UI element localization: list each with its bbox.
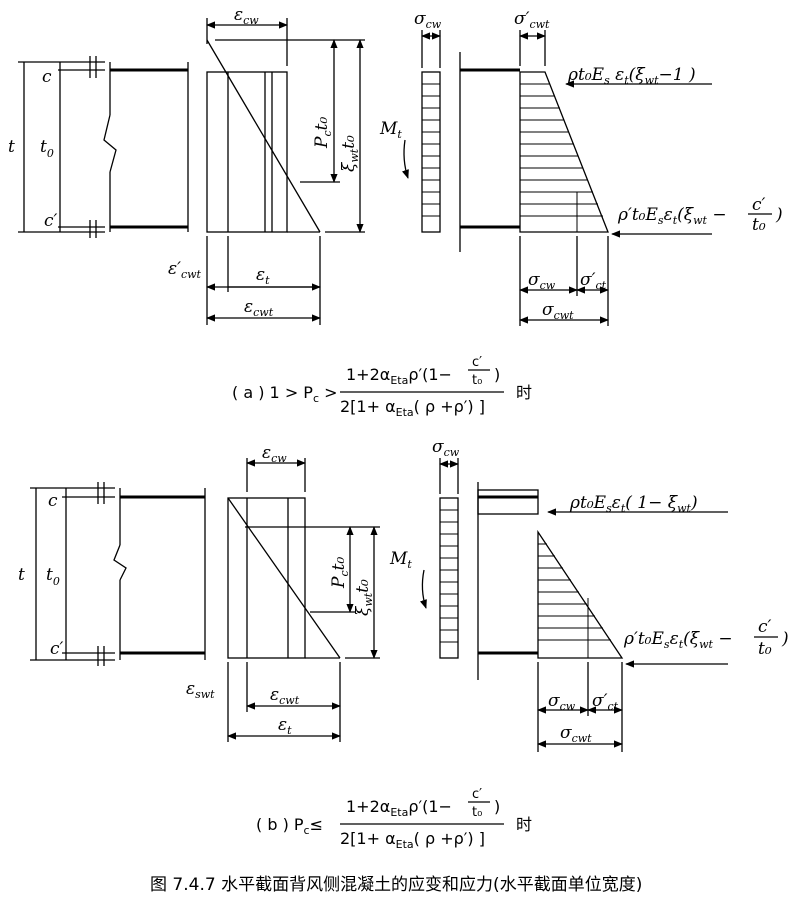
svg-text:2[1+ αEta( ρ +ρ′) ]: 2[1+ αEta( ρ +ρ′) ] — [340, 397, 485, 419]
label-sigma-cw-b-b: σcw — [548, 691, 576, 713]
label-sigma-cwt-b: σcwt — [560, 723, 592, 745]
label-sigma-cwt-a: σcwt — [542, 300, 574, 322]
stress-diagram-a — [459, 30, 712, 326]
label-eps-cwt-b: εcwt — [270, 685, 300, 707]
label-sigma-ct-prime-b: σ′ct — [592, 691, 619, 713]
svg-text:2[1+ αEta( ρ +ρ′) ]: 2[1+ αEta( ρ +ρ′) ] — [340, 829, 485, 851]
svg-text:Pct₀: Pct₀ — [329, 557, 351, 589]
strain-diagram-b — [227, 458, 380, 742]
label-sigma-cw-top-b: σcw — [432, 437, 460, 459]
label-t0-b: t0 — [46, 565, 60, 588]
label-xi-b: ξwtt₀ — [353, 579, 375, 616]
label-eps-t-a: εt — [256, 265, 270, 287]
label-force-bot-b: ρ′t₀Esεt(ξwt − — [623, 629, 733, 651]
svg-text:Pct₀: Pct₀ — [312, 117, 334, 149]
svg-text:): ) — [494, 365, 500, 384]
label-t-a: t — [8, 137, 15, 157]
label-force-bot-a: ρ′t₀Esεt(ξwt − — [617, 205, 727, 227]
label-sigma-ct-prime-a: σ′ct — [580, 270, 607, 292]
label-eps-t-b: εt — [278, 715, 292, 737]
svg-text:时: 时 — [516, 815, 532, 834]
label-eps-cwt-prime-a: ε′cwt — [168, 259, 202, 281]
label-force-bot-den-b: t₀ — [758, 639, 772, 659]
label-t-b: t — [18, 565, 25, 585]
condition-formula-a: ( a ) 1 > Pc > 1+2αEtaρ′(1− c′ t₀ ) 2[1+… — [232, 355, 532, 419]
label-force-bot-num-a: c′ — [752, 195, 766, 215]
strain-diagram-a — [206, 18, 365, 325]
wall-section-b — [30, 482, 206, 666]
label-c-prime-b: c′ — [50, 639, 64, 659]
stress-diagram-b — [477, 482, 728, 752]
label-Mt-b: Mt — [389, 549, 412, 571]
svg-text:( a ) 1 > Pc >: ( a ) 1 > Pc > — [232, 383, 338, 405]
label-force-bot-den-a: t₀ — [752, 215, 766, 235]
label-force-top-a: ρt₀Es εt(ξwt−1 ) — [567, 65, 696, 87]
label-pct0-b: Pct₀ — [329, 557, 351, 589]
stress-column-b — [419, 458, 459, 659]
svg-text:时: 时 — [516, 383, 532, 402]
stress-column-a — [401, 30, 441, 233]
label-Mt-a: Mt — [379, 119, 402, 141]
label-force-bot-num-b: c′ — [758, 617, 772, 637]
label-sigma-cwt-prime-a: σ′cwt — [514, 9, 550, 31]
label-force-top-b: ρt₀Esεt( 1− ξwt) — [569, 493, 698, 515]
svg-text:ξwtt₀: ξwtt₀ — [339, 135, 361, 172]
label-force-bot-end-a: ) — [775, 205, 783, 225]
condition-formula-b: ( b ) Pc≤ 1+2αEtaρ′(1− c′ t₀ ) 2[1+ αEta… — [256, 787, 532, 851]
label-force-bot-end-b: ) — [781, 629, 789, 649]
label-c-prime-a: c′ — [44, 211, 58, 231]
svg-text:ξwtt₀: ξwtt₀ — [353, 579, 375, 616]
label-eps-cw-a: εcw — [234, 5, 259, 27]
label-t0-a: t0 — [40, 137, 54, 160]
label-sigma-cw-top-a: σcw — [414, 9, 442, 31]
label-eps-cwt-a: εcwt — [244, 297, 274, 319]
label-eps-cw-b: εcw — [262, 443, 287, 465]
label-c-a: c — [42, 67, 52, 87]
label-xi-a: ξwtt₀ — [339, 135, 361, 172]
diagram-b: t c t0 c′ εcw Pct₀ ξ — [18, 437, 789, 851]
diagram-a: t c t0 c′ — [8, 5, 783, 419]
figure-caption: 图 7.4.7 水平截面背风侧混凝土的应变和应力(水平截面单位宽度) — [150, 875, 642, 895]
label-eps-swt-b: εswt — [186, 679, 215, 701]
svg-text:t₀: t₀ — [472, 805, 482, 820]
label-sigma-cw-b-a: σcw — [528, 270, 556, 292]
wall-section-a — [18, 56, 189, 238]
label-c-b: c — [48, 491, 58, 511]
svg-text:( b ) Pc≤: ( b ) Pc≤ — [256, 815, 323, 837]
svg-text:): ) — [494, 797, 500, 816]
svg-text:1+2αEtaρ′(1−: 1+2αEtaρ′(1− — [346, 365, 452, 387]
svg-text:c′: c′ — [472, 787, 482, 802]
label-pct0-a: Pct₀ — [312, 117, 334, 149]
svg-text:c′: c′ — [472, 355, 482, 370]
svg-text:t₀: t₀ — [472, 373, 482, 388]
svg-text:1+2αEtaρ′(1−: 1+2αEtaρ′(1− — [346, 797, 452, 819]
